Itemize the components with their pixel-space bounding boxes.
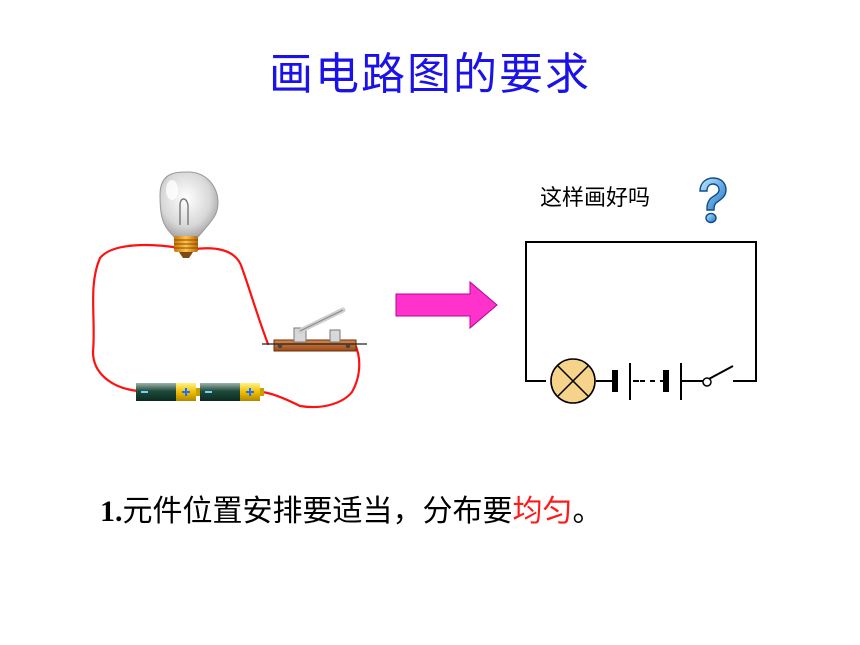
switch-icon bbox=[262, 307, 367, 352]
statement-ending: 。 bbox=[572, 494, 603, 529]
requirement-statement: 1.元件位置安排要适当，分布要均匀。 bbox=[100, 486, 603, 530]
question-text: 这样画好吗 bbox=[540, 186, 651, 211]
schematic-circuit bbox=[525, 241, 757, 382]
statement-highlight: 均匀 bbox=[512, 494, 573, 529]
page-title: 画电路图的要求 bbox=[269, 49, 591, 100]
lamp-symbol-icon bbox=[550, 358, 596, 404]
switch-symbol-pivot bbox=[702, 377, 712, 387]
statement-number: 1. bbox=[100, 495, 123, 528]
battery-icon bbox=[136, 383, 264, 401]
physical-wires bbox=[91, 243, 361, 409]
statement-text: 元件位置安排要适当，分布要 bbox=[122, 494, 513, 529]
battery-symbol bbox=[612, 363, 682, 400]
arrow-right-icon bbox=[395, 280, 498, 330]
light-bulb-icon bbox=[159, 171, 219, 258]
question-mark-icon bbox=[699, 177, 727, 224]
